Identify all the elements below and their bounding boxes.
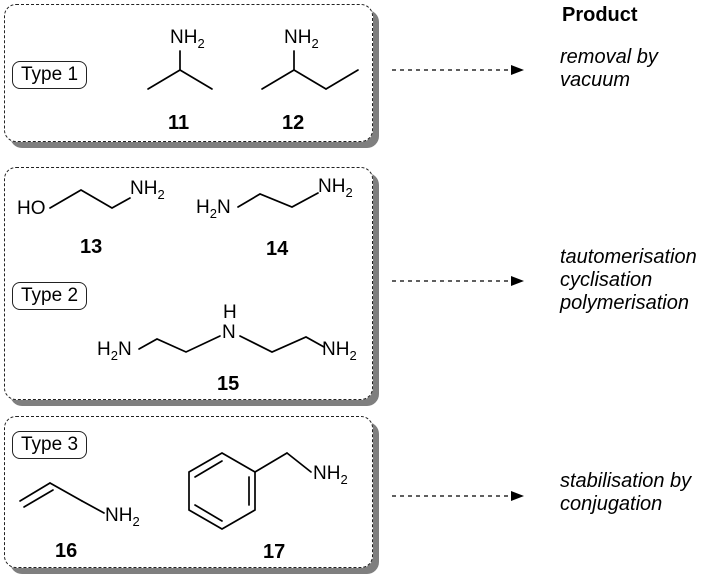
product-type-1: removal by vacuum [560, 46, 658, 92]
c15-nh-n-label: N [222, 322, 236, 343]
type-3-label: Type 3 [12, 431, 88, 459]
bond-11-right [179, 69, 213, 90]
c14-nh2-label: NH2 [318, 176, 353, 200]
product-column-header: Product [562, 4, 638, 26]
c13-nh2-label: NH2 [130, 178, 165, 202]
bond-12-left [261, 69, 295, 90]
compound-17-number: 17 [263, 541, 286, 563]
bond-15-chain-right [239, 335, 325, 353]
bond-15-chain [138, 335, 221, 353]
bond-14-chain [237, 192, 319, 208]
arrow-1-head [511, 65, 524, 75]
c15-nh-h-label: H [223, 302, 237, 323]
bond-12-right [293, 69, 327, 90]
c15-nh2-label: NH2 [322, 339, 357, 363]
c14-h2n-label: H2N [196, 197, 231, 221]
benzene-ring-17 [188, 452, 256, 530]
compound-11-number: 11 [168, 112, 190, 134]
arrow-3-head [511, 491, 524, 501]
product-3-line-2: conjugation [560, 493, 663, 515]
product-3-line-1: stabilisation by [560, 470, 692, 492]
product-type-2: tautomerisation cyclisation polymerisati… [560, 246, 697, 315]
bond-16-cn [81, 500, 105, 514]
product-2-line-2: cyclisation [560, 269, 653, 291]
bond-17-ch2 [254, 452, 288, 473]
panel-type-2 [4, 167, 373, 400]
c16-nh2-label: NH2 [105, 505, 140, 529]
c13-ho-label: HO [17, 198, 46, 219]
compound-13-number: 13 [80, 236, 103, 258]
arrow-2-head [511, 276, 524, 286]
bond-16-double-b [23, 489, 54, 508]
bond-11-left [147, 69, 181, 90]
c11-nh2-label: NH2 [170, 27, 205, 51]
benzene-inner-1 [194, 460, 223, 478]
type-2-label: Type 2 [12, 282, 88, 310]
benzene-inner-3 [194, 504, 223, 522]
c12-nh2-label: NH2 [284, 27, 319, 51]
product-1-line-2: vacuum [560, 69, 631, 91]
product-1-line-1: removal by [560, 46, 658, 68]
compound-12-number: 12 [282, 112, 305, 134]
product-type-3: stabilisation by conjugation [560, 470, 691, 516]
compound-15-number: 15 [217, 373, 240, 395]
compound-14-number: 14 [266, 238, 289, 260]
c17-nh2-label: NH2 [313, 463, 348, 487]
product-2-line-3: polymerisation [560, 292, 689, 314]
bond-12-end [325, 69, 359, 90]
c15-h2n-label: H2N [97, 339, 132, 363]
bond-16-double-a [19, 482, 51, 502]
type-1-label: Type 1 [12, 61, 88, 89]
bond-17-cn [286, 452, 312, 473]
bond-13-chain [49, 189, 131, 209]
compound-16-number: 16 [55, 540, 78, 562]
bond-16-single [49, 482, 83, 502]
product-2-line-1: tautomerisation [560, 246, 697, 268]
